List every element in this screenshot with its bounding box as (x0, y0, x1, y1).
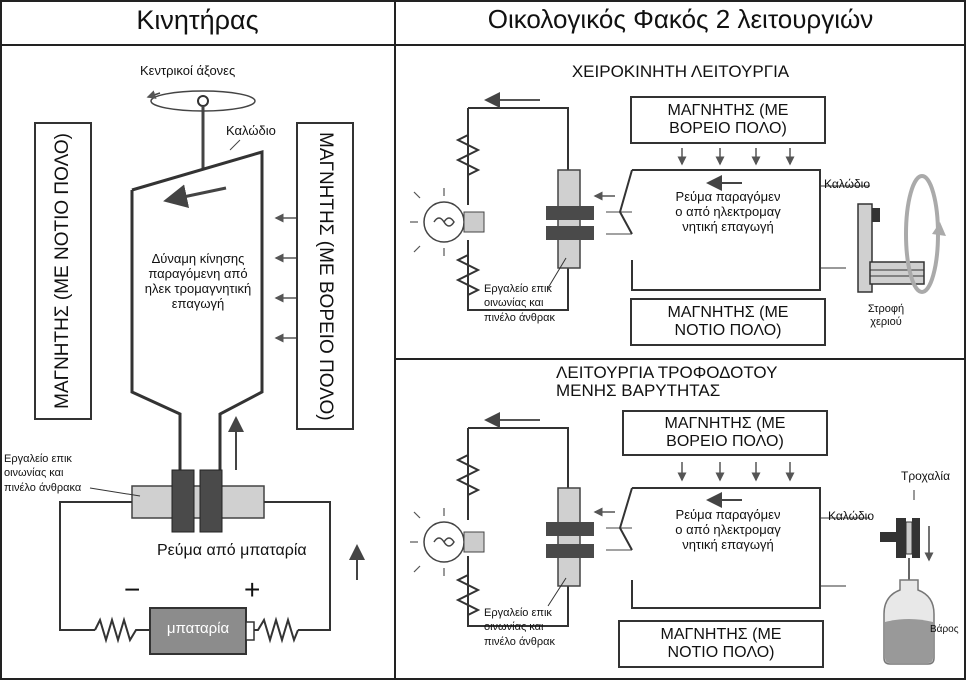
manual-mode-diagram (410, 92, 946, 311)
gravity-south-magnet: ΜΑΓΝΗΤΗΣ (ΜΕ ΝΟΤΙΟ ΠΟΛΟ) (618, 620, 824, 668)
gravity-north-magnet-label: ΜΑΓΝΗΤΗΣ (ΜΕ ΒΟΡΕΙΟ ΠΟΛΟ) (664, 414, 786, 450)
manual-north-magnet: ΜΑΓΝΗΤΗΣ (ΜΕ ΒΟΡΕΙΟ ΠΟΛΟ) (630, 96, 826, 144)
pulley-label: Τροχαλία (901, 469, 951, 483)
flashlight-header: Οικολογικός Φακός 2 λειτουργιών (487, 4, 874, 34)
motor-coil-text: Δύναμη κίνησης παραγόμενη από ηλεκ τρομα… (144, 251, 252, 311)
resistor-bottom (455, 240, 481, 300)
gravity-brush-label: Εργαλείο επικ οινωνίας και πινέλο άνθρακ (484, 607, 556, 648)
battery-label: μπαταρία (166, 620, 230, 637)
manual-north-magnet-label: ΜΑΓΝΗΤΗΣ (ΜΕ ΒΟΡΕΙΟ ΠΟΛΟ) (667, 101, 789, 137)
gravity-mode-title: ΛΕΙΤΟΥΡΓΙΑ ΤΡΟΦΟΔΟΤΟΥ ΜΕΝΗΣ ΒΑΡΥΤΗΤΑΣ (556, 363, 778, 400)
pulley (896, 518, 906, 558)
motor-coil (130, 149, 264, 470)
crank-label: Στροφή χεριού (867, 303, 905, 328)
axis-label: Κεντρικοί άξονες (140, 63, 236, 78)
motor-south-magnet-label: ΜΑΓΝΗΤΗΣ (ΜΕ ΝΟΤΙΟ ΠΟΛΟ) (52, 133, 74, 409)
motor-wire-label: Καλώδιο (226, 123, 276, 138)
motor-header: Κινητήρας (136, 5, 259, 35)
resistor-top (455, 120, 481, 180)
gravity-mode-diagram (410, 412, 935, 665)
coil-bottom (631, 487, 821, 609)
coil-top (631, 169, 821, 291)
gravity-wire-label: Καλώδιο (828, 509, 875, 523)
battery-plus-sign: + (244, 574, 261, 605)
motor-north-magnet: ΜΑΓΝΗΤΗΣ (ΜΕ ΒΟΡΕΙΟ ΠΟΛΟ) (296, 122, 354, 430)
motor-south-magnet: ΜΑΓΝΗΤΗΣ (ΜΕ ΝΟΤΙΟ ΠΟΛΟ) (34, 122, 92, 420)
motor-diagram (59, 90, 365, 655)
motor-brush-label: Εργαλείο επικ οινωνίας και πινέλο άνθρακ… (4, 453, 82, 494)
gravity-south-magnet-label: ΜΑΓΝΗΤΗΣ (ΜΕ ΝΟΤΙΟ ΠΟΛΟ) (660, 625, 782, 661)
battery-minus-sign: − (124, 574, 141, 605)
manual-brush-label: Εργαλείο επικ οινωνίας και πινέλο άνθρακ (484, 283, 556, 324)
hand-crank (857, 203, 873, 293)
motor-brush-right (199, 469, 223, 533)
motor-brush-housing (131, 485, 265, 519)
manual-mode-title: ΧΕΙΡΟΚΙΝΗΤΗ ΛΕΙΤΟΥΡΓΙΑ (571, 62, 790, 81)
resistor-bottom-b (455, 560, 481, 620)
gravity-north-magnet: ΜΑΓΝΗΤΗΣ (ΜΕ ΒΟΡΕΙΟ ΠΟΛΟ) (622, 410, 828, 456)
resistor-left (94, 616, 150, 644)
manual-south-magnet: ΜΑΓΝΗΤΗΣ (ΜΕ ΝΟΤΙΟ ΠΟΛΟ) (630, 298, 826, 346)
motor-brush-left (171, 469, 195, 533)
motor-north-magnet-label: ΜΑΓΝΗΤΗΣ (ΜΕ ΒΟΡΕΙΟ ΠΟΛΟ) (314, 131, 336, 421)
weight-label: Βάρος (930, 624, 959, 635)
manual-coil-text: Ρεύμα παραγόμεν ο από ηλεκτρομαγ νητική … (675, 189, 781, 234)
battery-current-label: Ρεύμα από μπαταρία (157, 542, 307, 559)
battery-body (149, 607, 247, 655)
brush-housing-bottom (557, 487, 581, 587)
resistor-top-b (455, 440, 481, 500)
resistor-right (246, 616, 299, 644)
battery-circuit (59, 501, 331, 631)
manual-wire-label: Καλώδιο (824, 177, 871, 191)
axis-pivot (197, 95, 209, 107)
gravity-coil-text: Ρεύμα παραγόμεν ο από ηλεκτρομαγ νητική … (675, 507, 781, 552)
manual-south-magnet-label: ΜΑΓΝΗΤΗΣ (ΜΕ ΝΟΤΙΟ ΠΟΛΟ) (667, 303, 789, 339)
